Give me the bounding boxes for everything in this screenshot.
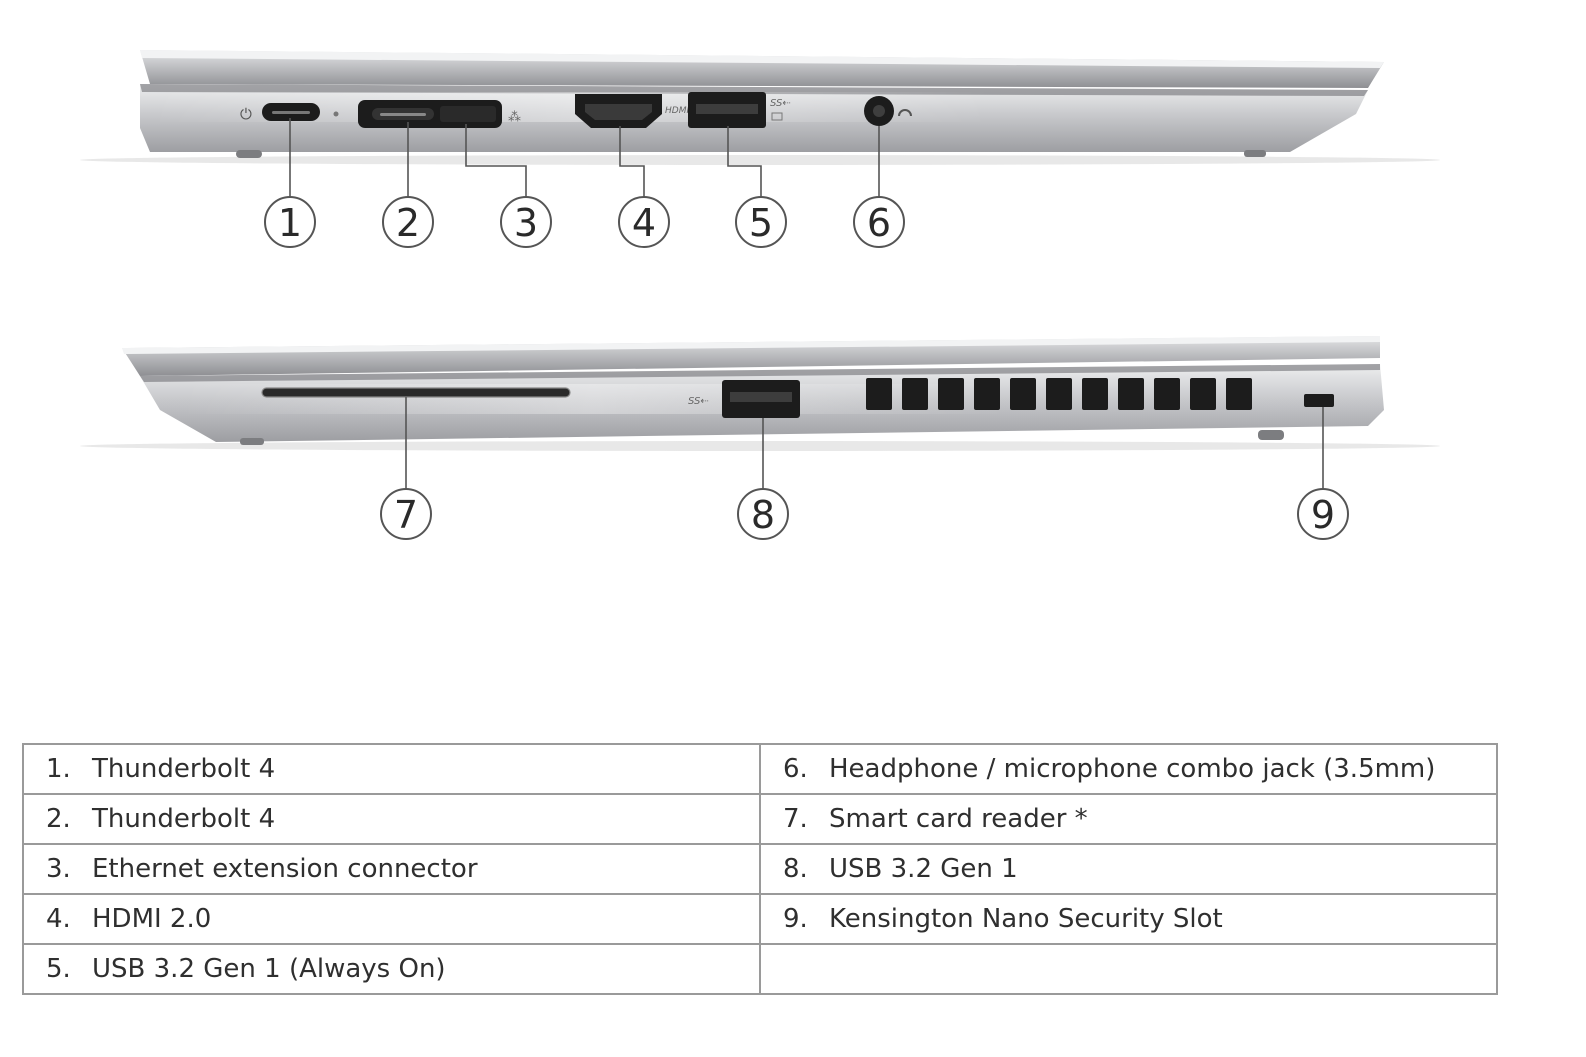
callout-4: 4 — [618, 196, 670, 248]
legend-label: Thunderbolt 4 — [92, 754, 276, 784]
legend-label: USB 3.2 Gen 1 — [829, 854, 1018, 884]
svg-text:⏻: ⏻ — [240, 105, 252, 123]
table-row: 5. USB 3.2 Gen 1 (Always On) — [22, 943, 1498, 995]
legend-label: Headphone / microphone combo jack (3.5mm… — [829, 754, 1436, 784]
svg-text:8: 8 — [751, 493, 775, 537]
svg-text:SS⇠: SS⇠ — [688, 396, 709, 407]
table-row: 3. Ethernet extension connector 8. USB 3.2… — [22, 843, 1498, 895]
legend-number: 9. — [783, 904, 808, 934]
port-legend-table: 1. Thunderbolt 4 6. Headphone / microphone… — [22, 743, 1498, 995]
svg-text:3: 3 — [514, 201, 538, 245]
right-side-view: SS⇠ — [80, 336, 1440, 490]
legend-number: 7. — [783, 804, 808, 834]
legend-cell: 6. Headphone / microphone combo jack (3.5… — [759, 743, 1498, 795]
callout-8: 8 — [737, 488, 789, 540]
callout-9: 9 — [1297, 488, 1349, 540]
legend-cell: 2. Thunderbolt 4 — [22, 793, 761, 845]
vent-grille — [866, 378, 1252, 410]
legend-number: 3. — [46, 854, 71, 884]
usb-a-port-8: SS⇠ — [688, 380, 800, 418]
legend-cell: 7. Smart card reader * — [759, 793, 1498, 845]
svg-text:9: 9 — [1311, 493, 1335, 537]
callout-1: 1 — [264, 196, 316, 248]
svg-text:5: 5 — [749, 201, 773, 245]
callouts: 1 2 3 4 5 6 7 8 — [264, 196, 1349, 540]
legend-number: 4. — [46, 904, 71, 934]
legend-label: Smart card reader * — [829, 804, 1088, 834]
callout-3: 3 — [500, 196, 552, 248]
svg-text:6: 6 — [867, 201, 891, 245]
usb-a-port-5: SS⇠ — [688, 92, 791, 128]
legend-number: 6. — [783, 754, 808, 784]
leader-lines-top — [289, 118, 880, 198]
svg-text:4: 4 — [632, 201, 656, 245]
thunderbolt-port-2-and-ethernet: ⁂ — [333, 100, 521, 128]
callout-5: 5 — [735, 196, 787, 248]
smart-card-slot — [261, 387, 571, 398]
thunderbolt-port-1: ⏻ — [240, 103, 320, 123]
legend-number: 5. — [46, 954, 71, 984]
svg-text:1: 1 — [278, 201, 302, 245]
legend-number: 2. — [46, 804, 71, 834]
foot — [236, 150, 262, 158]
legend-label: Ethernet extension connector — [92, 854, 478, 884]
legend-label: Thunderbolt 4 — [92, 804, 276, 834]
callout-6: 6 — [853, 196, 905, 248]
foot — [1244, 150, 1266, 157]
hdmi-marking: HDMI — [665, 106, 689, 116]
foot — [1258, 430, 1284, 440]
leader-lines-bottom — [405, 397, 1324, 490]
laptop-ports-diagram: ⏻ ⁂ HDMI SS⇠ — [80, 50, 1440, 540]
kensington-slot — [1304, 394, 1334, 407]
legend-cell: 9. Kensington Nano Security Slot — [759, 893, 1498, 945]
callout-7: 7 — [380, 488, 432, 540]
legend-cell: 1. Thunderbolt 4 — [22, 743, 761, 795]
table-row: 2. Thunderbolt 4 7. Smart card reader * — [22, 793, 1498, 845]
table-row: 1. Thunderbolt 4 6. Headphone / microphone… — [22, 743, 1498, 795]
legend-number: 1. — [46, 754, 71, 784]
table-row: 4. HDMI 2.0 9. Kensington Nano Security Sl… — [22, 893, 1498, 945]
svg-text:SS⇠: SS⇠ — [770, 98, 791, 109]
legend-label: Kensington Nano Security Slot — [829, 904, 1223, 934]
legend-cell: 4. HDMI 2.0 — [22, 893, 761, 945]
svg-text:⁂: ⁂ — [508, 110, 521, 125]
left-side-view: ⏻ ⁂ HDMI SS⇠ — [80, 50, 1440, 198]
svg-text:7: 7 — [394, 493, 418, 537]
legend-cell: 8. USB 3.2 Gen 1 — [759, 843, 1498, 895]
legend-cell-empty — [759, 943, 1498, 995]
headphone-icon — [898, 109, 912, 117]
svg-text:2: 2 — [396, 201, 420, 245]
legend-cell: 3. Ethernet extension connector — [22, 843, 761, 895]
audio-jack — [864, 96, 912, 126]
legend-cell: 5. USB 3.2 Gen 1 (Always On) — [22, 943, 761, 995]
callout-2: 2 — [382, 196, 434, 248]
hdmi-port: HDMI — [575, 94, 689, 128]
legend-label: HDMI 2.0 — [92, 904, 212, 934]
legend-number: 8. — [783, 854, 808, 884]
legend-label: USB 3.2 Gen 1 (Always On) — [92, 954, 446, 984]
foot — [240, 438, 264, 445]
